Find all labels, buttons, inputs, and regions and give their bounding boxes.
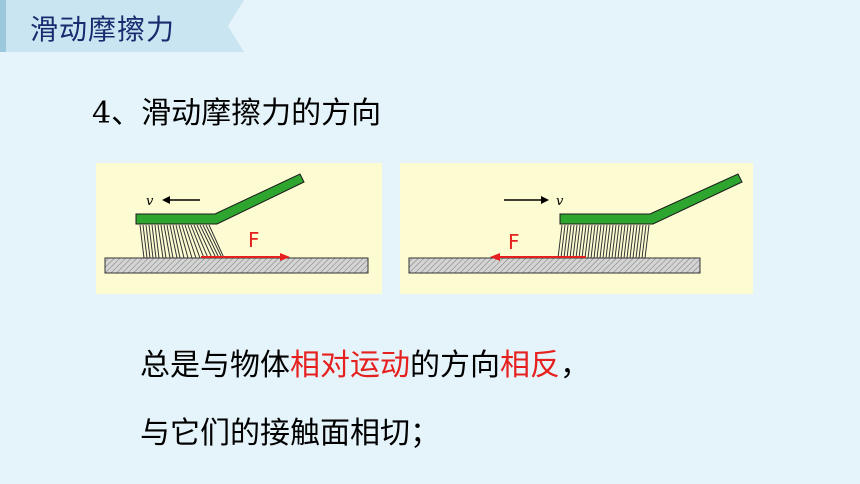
friction-force-arrow	[490, 253, 586, 261]
brush-bristles	[557, 224, 650, 259]
velocity-label: v	[556, 194, 564, 209]
section-title-tab: 滑动摩擦力	[0, 0, 244, 52]
ground-surface	[408, 257, 701, 274]
statement-punctuation: ，	[560, 348, 590, 383]
statement-text: 的方向	[410, 348, 500, 383]
brush-handle	[559, 173, 743, 225]
section-title: 滑动摩擦力	[30, 13, 176, 46]
brush-handle	[135, 173, 305, 225]
velocity-label: v	[146, 194, 154, 209]
velocity-arrow	[504, 196, 549, 204]
statement-text: 总是与物体	[140, 348, 290, 383]
slide-heading: 4、滑动摩擦力的方向	[92, 96, 382, 131]
diagram-right: v F	[400, 163, 753, 294]
force-label: F	[508, 230, 520, 254]
diagram-left: v F	[96, 163, 382, 294]
title-tab-shape	[0, 0, 244, 52]
statement-line-2: 与它们的接触面相切；	[140, 416, 440, 451]
force-label: F	[248, 228, 260, 252]
velocity-arrow	[162, 196, 200, 204]
highlight-relative-motion: 相对运动	[290, 348, 410, 383]
ground-surface	[104, 257, 369, 274]
friction-force-arrow	[201, 253, 290, 261]
statement-line-1: 总是与物体相对运动的方向相反，	[140, 340, 590, 384]
highlight-opposite: 相反	[500, 348, 560, 383]
brush-bristles	[139, 224, 225, 259]
